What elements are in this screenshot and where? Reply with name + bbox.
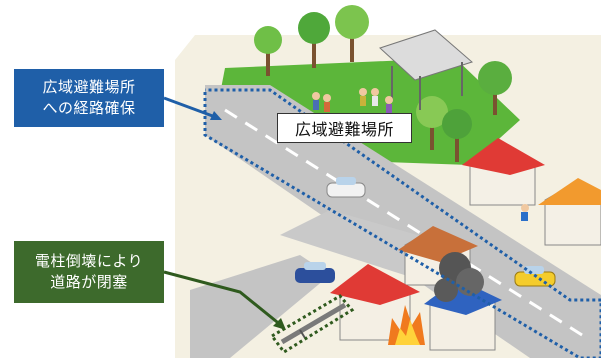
route-callout-line1: 広域避難場所 [42, 78, 136, 96]
blocked-road-outline [269, 294, 355, 354]
car-white [326, 177, 366, 198]
blocked-pointer-arrow [163, 270, 286, 330]
park-trees [254, 5, 512, 162]
blocked-callout-line2: 道路が閉塞 [50, 273, 128, 291]
route-callout-box: 広域避難場所 への経路確保 [14, 69, 164, 127]
main-road [205, 85, 601, 358]
house-orange-right [538, 178, 601, 246]
route-callout-line2: への経路確保 [42, 99, 136, 117]
house-red-right [462, 138, 545, 206]
fallen-utility-pole [280, 302, 347, 345]
route-pointer-arrow [163, 96, 222, 120]
evacuees [312, 88, 393, 114]
fire [388, 305, 425, 345]
running-person [521, 204, 529, 221]
car-blue [295, 262, 335, 283]
blocked-callout-box: 電柱倒壊により 道路が閉塞 [14, 241, 164, 303]
shelter-label: 広域避難場所 [277, 113, 412, 143]
pavilion [379, 29, 474, 110]
blocked-callout-line1: 電柱倒壊により [34, 252, 144, 270]
